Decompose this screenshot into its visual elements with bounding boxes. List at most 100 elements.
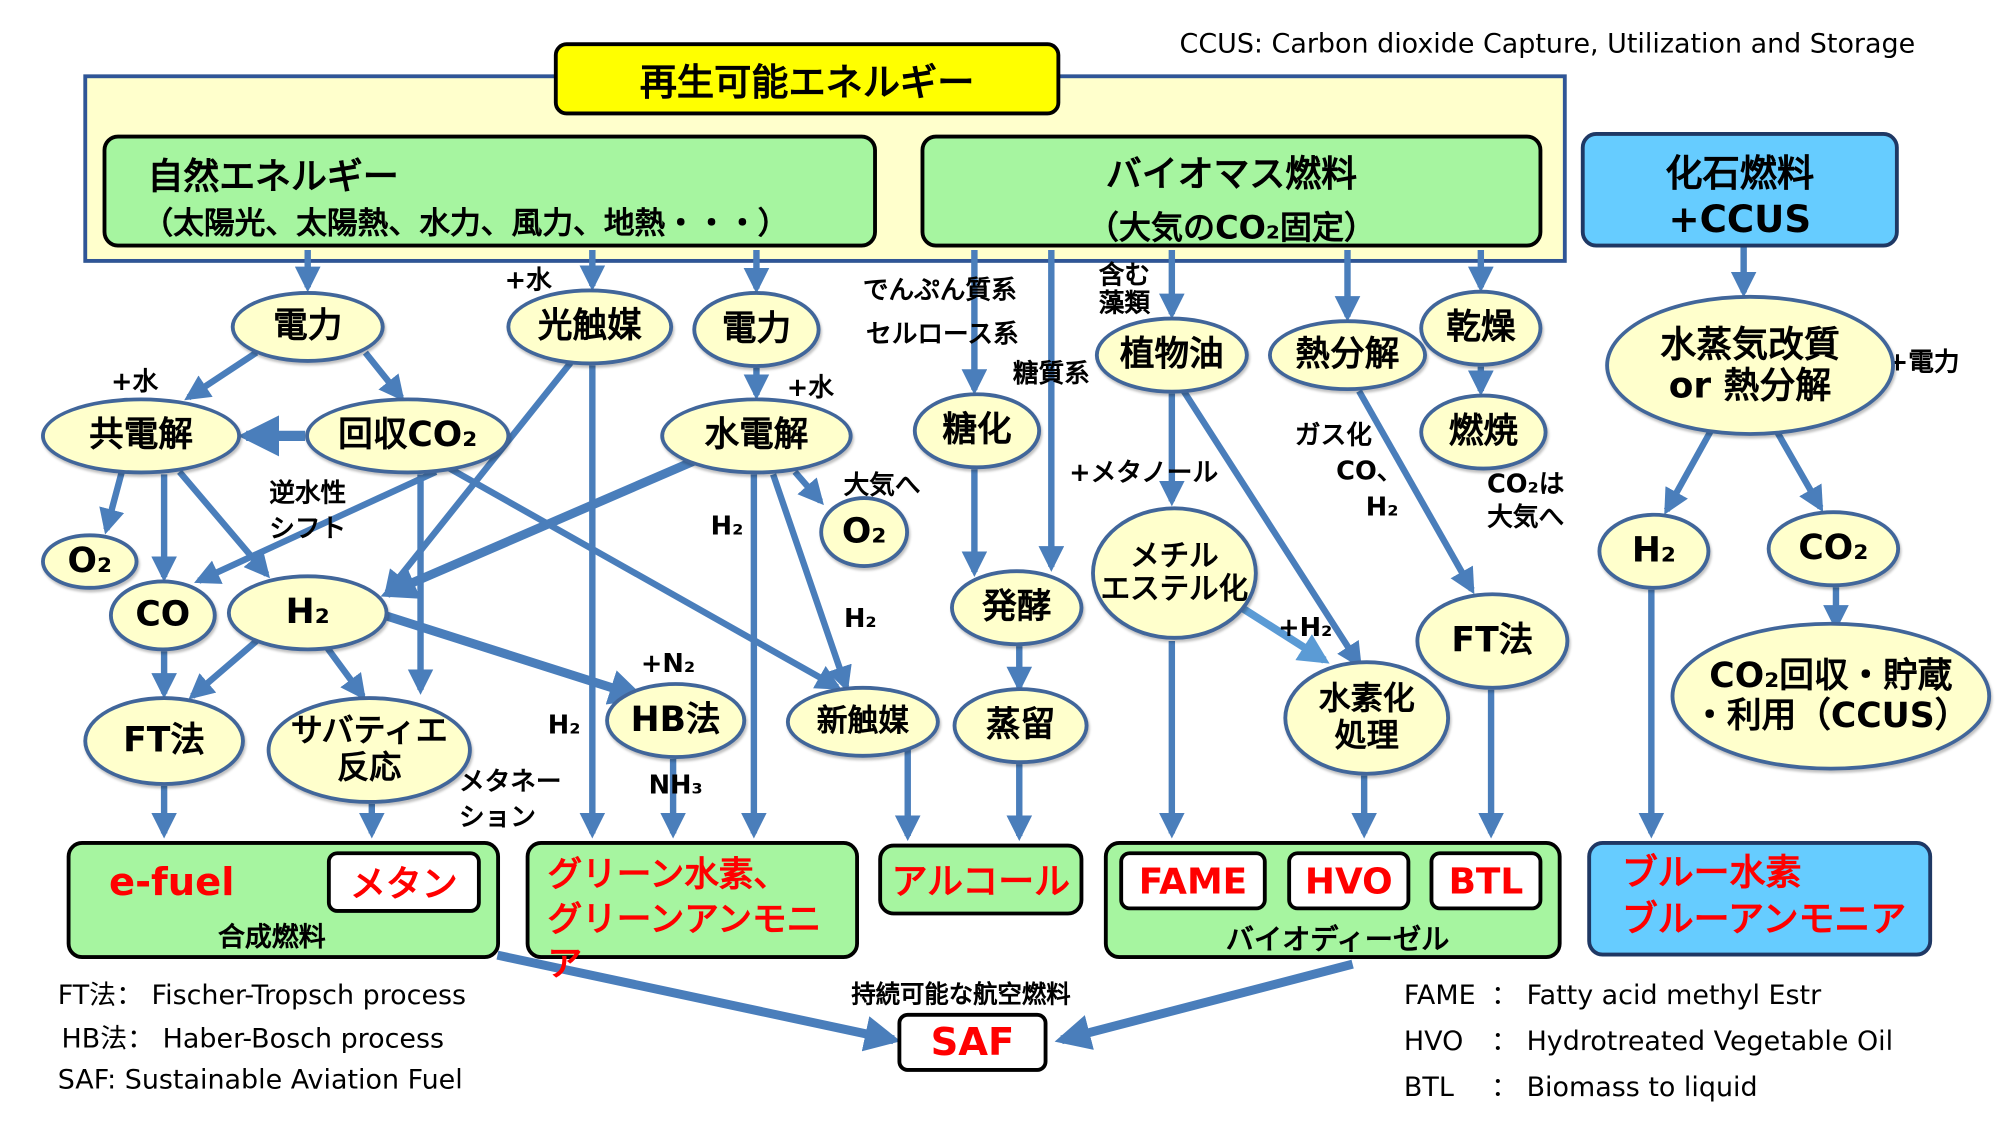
node-saccharification-label: 糖化: [942, 410, 1012, 451]
arrow-water-electrolysis-to-new-catalyst: [770, 473, 852, 693]
node-hb-label: HB法: [630, 700, 721, 741]
node-hb: HB法: [605, 682, 747, 760]
node-power-1: 電力: [230, 291, 385, 363]
legend-fame-abbr: FAME: [1403, 979, 1476, 1011]
arrow-pyrolysis-to-ft: [1356, 389, 1475, 595]
label-co2-to-air-line2: 大気へ: [1487, 501, 1565, 533]
node-ft-right-label: FT法: [1451, 621, 1534, 661]
label-cellulose: セルロース系: [866, 317, 1019, 349]
label-algae-line2: 藻類: [1098, 287, 1151, 318]
node-coelectrolysis: 共電解: [41, 397, 242, 475]
fame-box: FAME: [1119, 851, 1267, 911]
node-h2: H₂: [226, 574, 389, 652]
node-o2-left-label: O₂: [67, 541, 113, 582]
label-methanation-line1: メタネー: [458, 765, 562, 797]
node-drying: 乾燥: [1419, 289, 1543, 367]
efuel-title: e-fuel: [108, 860, 235, 906]
blue-line2: ブルーアンモニア: [1621, 897, 1907, 941]
node-vegetable-oil-label: 植物油: [1119, 335, 1224, 375]
saf-box: SAF: [897, 1012, 1048, 1072]
node-saccharification: 糖化: [912, 392, 1042, 470]
label-water-plus-elec: +水: [786, 371, 834, 403]
methane-label: メタン: [349, 862, 458, 906]
label-rwgs-line2: シフト: [269, 512, 347, 544]
node-co: CO: [108, 579, 217, 652]
green-line2: グリーンアンモニア: [547, 900, 822, 985]
node-photocatalyst: 光触媒: [506, 288, 674, 366]
legend-hvo-text: ： Hydrotreated Vegetable Oil: [1491, 1025, 1894, 1057]
node-steam-reforming-line1: 水蒸気改質: [1660, 322, 1840, 366]
biomass-fuel-title: バイオマス燃料: [1105, 152, 1358, 195]
hvo-label: HVO: [1304, 859, 1393, 902]
methane-box: メタン: [326, 851, 481, 913]
product-biodiesel-box: FAME HVO BTL バイオディーゼル: [1103, 841, 1562, 960]
node-power-1-label: 電力: [273, 307, 343, 347]
node-power-2: 電力: [692, 291, 821, 368]
node-o2-mid-label: O₂: [841, 512, 887, 552]
node-h2-label: H₂: [285, 592, 330, 633]
arrow-recovered-co2-to-new-catalyst: [447, 465, 842, 690]
node-fermentation: 発酵: [950, 569, 1084, 647]
arrow-power1-to-coelectrolysis: [184, 349, 259, 401]
arrow-recovered-co2-to-co: [194, 468, 438, 584]
arrow-efuel-to-saf: [496, 950, 901, 1052]
renewable-title: 再生可能エネルギー: [639, 59, 975, 104]
label-methanation: メタネーション: [459, 767, 562, 831]
legend-btl-text: ： Biomass to liquid: [1491, 1071, 1758, 1103]
green-line1: グリーン水素、: [547, 855, 789, 895]
legend-fame-text: ： Fatty acid methyl Estr: [1491, 979, 1822, 1011]
legend-hb: HB法： Haber-Bosch process: [61, 1023, 445, 1054]
label-rwgs-line1: 逆水性: [269, 476, 347, 508]
node-methyl-ester-line2: エステル化: [1100, 573, 1249, 607]
saf-label: SAF: [930, 1019, 1015, 1065]
node-steam-reforming-line2: or 熱分解: [1668, 364, 1832, 407]
node-coelectrolysis-label: 共電解: [89, 416, 193, 456]
node-co2-right: CO₂: [1766, 510, 1901, 588]
legend-btl: BTL： Biomass to liquid: [1404, 1067, 1758, 1105]
node-methyl-ester-line1: メチル: [1130, 539, 1219, 573]
saf-caption: 持続可能な航空燃料: [851, 980, 1071, 1010]
node-h2-right: H₂: [1597, 512, 1711, 590]
fossil-fuel-title: 化石燃料: [1665, 151, 1815, 195]
legend-hvo-abbr: HVO: [1403, 1025, 1464, 1057]
product-alcohol-box: アルコール: [878, 843, 1084, 916]
label-gasification: ガス化: [1294, 419, 1372, 451]
arrow-vegetable-oil-to-hydrotreating: [1176, 382, 1362, 669]
arrow-steam-reforming-to-h2: [1663, 427, 1715, 515]
node-co2-right-label: CO₂: [1798, 528, 1869, 569]
node-sabatier-line1: サバティエ: [290, 711, 448, 750]
label-h2-d: H₂: [1365, 491, 1399, 522]
biodiesel-sub: バイオディーゼル: [1225, 924, 1450, 957]
node-vegetable-oil: 植物油: [1094, 316, 1249, 394]
product-green-box: グリーン水素、 グリーンアンモニア: [525, 841, 860, 985]
node-hydrotreating-line1: 水素化: [1318, 679, 1415, 718]
legend-ft: FT法： Fischer-Tropsch process: [57, 979, 467, 1011]
label-co2-to-air-line1: CO₂は: [1486, 467, 1565, 499]
label-h2-a: H₂: [710, 510, 744, 542]
node-water-electrolysis-label: 水電解: [704, 416, 809, 456]
node-recovered-co2: 回収CO₂: [305, 397, 511, 475]
natural-energy-title: 自然エネルギー: [147, 155, 399, 198]
node-ccus-line2: ・利用（CCUS）: [1692, 696, 1970, 736]
arrow-water-electrolysis-to-h2: [380, 454, 701, 599]
node-distillation: 蒸留: [952, 687, 1089, 765]
label-sugar: 糖質系: [1012, 357, 1090, 389]
renewable-title-box: 再生可能エネルギー: [553, 42, 1061, 116]
arrow-methyl-ester-to-hydrotreating: [1241, 605, 1330, 664]
fossil-fuel-sub: +CCUS: [1668, 197, 1812, 242]
natural-energy-sub: （太陽光、太陽熱、水力、風力、地熱・・・）: [142, 205, 789, 242]
label-n2-plus: +N₂: [640, 647, 696, 679]
arrow-water-electrolysis-to-o2: [792, 469, 824, 506]
label-h2-b: H₂: [843, 602, 877, 634]
node-power-2-label: 電力: [721, 309, 792, 350]
product-efuel-box: e-fuel メタン 合成燃料: [66, 841, 501, 960]
node-co-label: CO: [135, 595, 191, 636]
label-algae: 含む藻類: [1099, 260, 1150, 316]
label-methanol-plus: +メタノール: [1069, 456, 1219, 488]
legend-hvo: HVO ： Hydrotreated Vegetable Oil: [1404, 1021, 1893, 1059]
label-algae-line1: 含む: [1098, 258, 1151, 290]
arrow-h2-to-hb: [383, 611, 646, 705]
label-co2-to-air: CO₂は大気へ: [1487, 469, 1565, 531]
